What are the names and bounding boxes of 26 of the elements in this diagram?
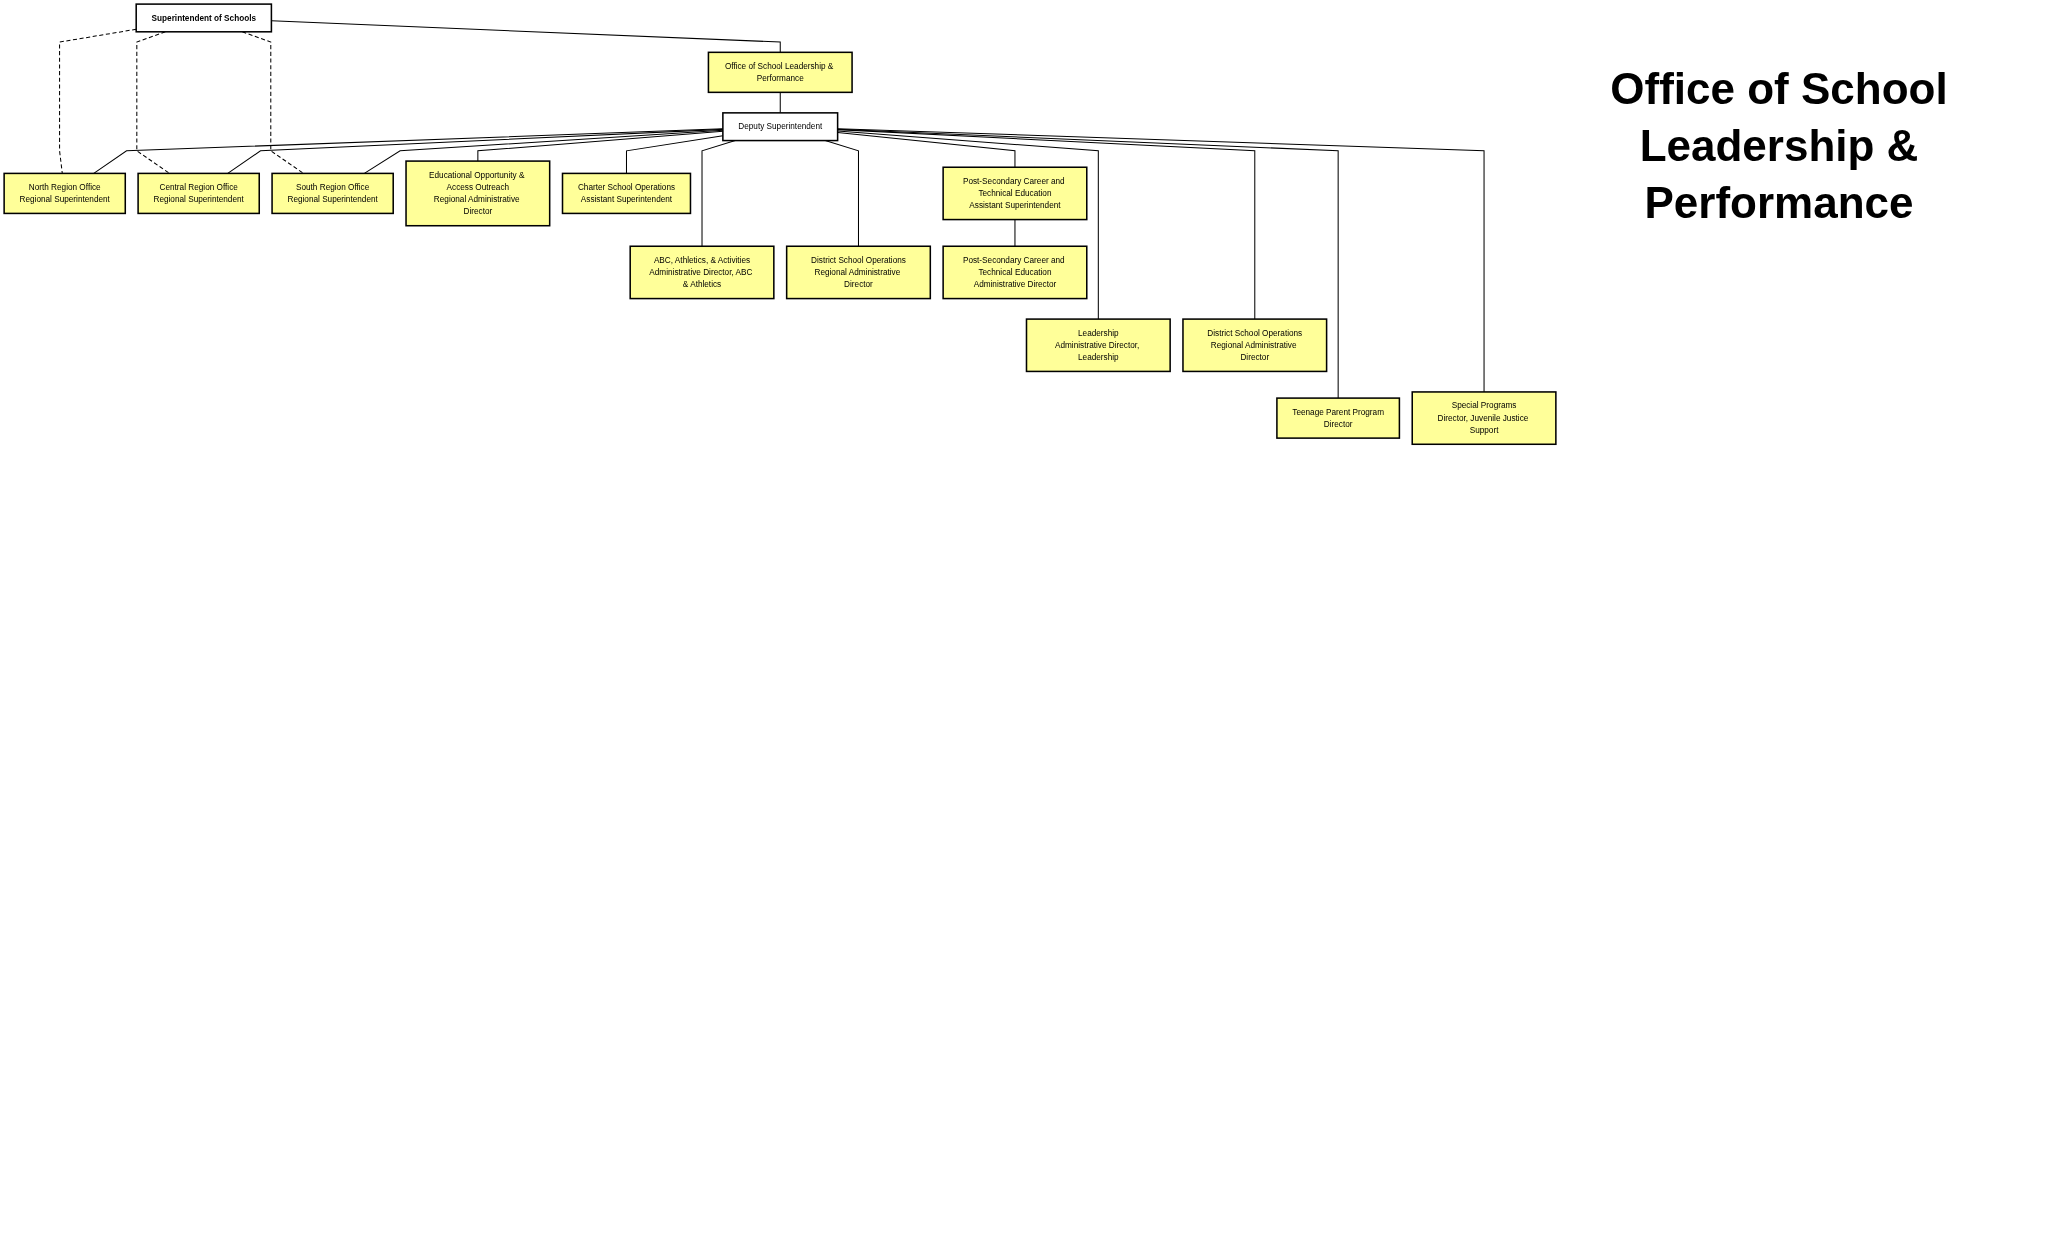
- node-box: Office of School Leadership & Performance: [707, 51, 853, 94]
- node-box: Post-Secondary Career and Technical Education Administrative Director: [942, 245, 1088, 300]
- node-box: Superintendent of Schools: [135, 3, 273, 33]
- connector: [136, 31, 171, 174]
- connector: [837, 132, 1016, 168]
- node-box: Central Region Office Regional Superintendent: [137, 172, 260, 215]
- node-box: South Region Office Regional Superintendent: [271, 172, 394, 215]
- node-box: Post-Secondary Career and Technical Education Assistant Superintendent: [942, 166, 1088, 221]
- node-box: Charter School Operations Assistant Superintendent: [561, 172, 692, 215]
- node-box: ABC, Athletics, & Activities Administrative Director, ABC & Athletics: [629, 245, 775, 300]
- connector: [779, 91, 781, 114]
- node-box: Leadership Administrative Director, Leadership: [1025, 318, 1171, 373]
- connector: [1014, 219, 1016, 247]
- connector: [59, 28, 137, 174]
- node-box: Special Programs Director, Juvenile Justice Support: [1411, 391, 1557, 446]
- connector: [837, 129, 1256, 320]
- node-box: North Region Office Regional Superintendent: [3, 172, 127, 215]
- node-box: Educational Opportunity & Access Outreach Regional Administrative Director: [405, 160, 551, 227]
- connector: [837, 128, 1339, 399]
- node-box: District School Operations Regional Administrative Director: [785, 245, 932, 300]
- diagram-title: Office of School Leadership & Performance: [1609, 63, 1949, 230]
- node-box: District School Operations Regional Administrative Director: [1182, 318, 1328, 373]
- connector: [837, 128, 1485, 393]
- node-box: Teenage Parent Program Director: [1276, 397, 1401, 439]
- connector: [837, 130, 1099, 320]
- node-box: Deputy Superintendent: [722, 112, 839, 142]
